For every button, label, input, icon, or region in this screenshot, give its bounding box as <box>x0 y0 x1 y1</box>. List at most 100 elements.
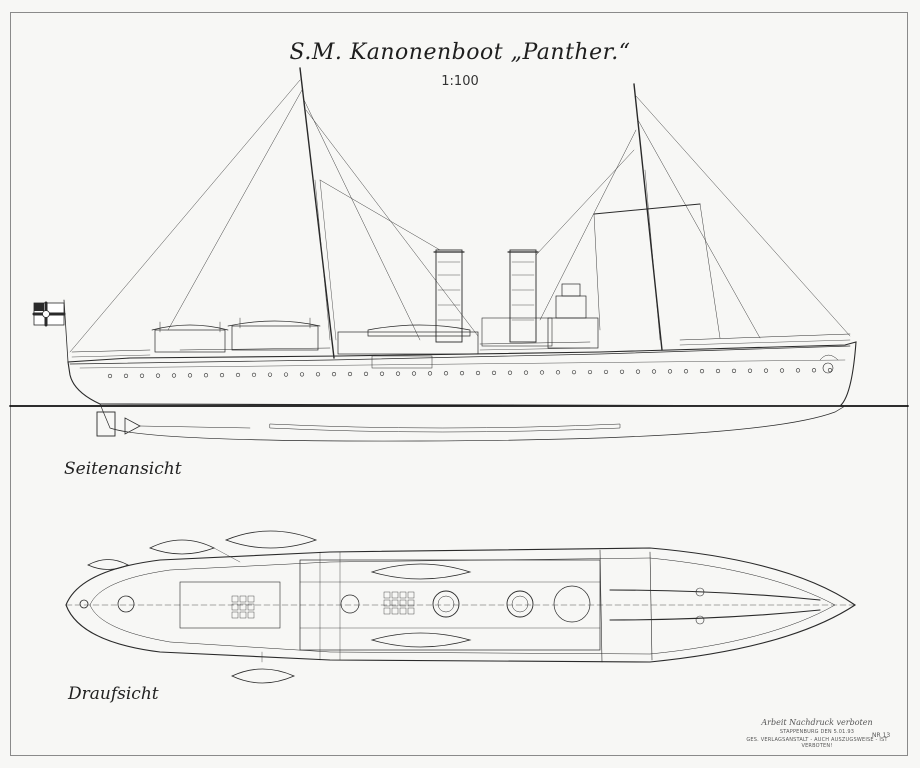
main-mast <box>299 67 337 359</box>
porthole <box>171 373 177 378</box>
underwater-hull <box>99 403 846 442</box>
porthole <box>155 373 161 378</box>
porthole <box>587 369 593 375</box>
porthole <box>203 373 209 378</box>
deck-boat-2 <box>370 632 472 648</box>
porthole <box>827 367 833 373</box>
sheet-number: NR 13 <box>872 732 891 739</box>
swung-boat-3 <box>87 559 129 570</box>
skylight-pane <box>383 591 391 599</box>
boat-aft-2 <box>227 320 321 327</box>
stamp-line-2: GES. VERLAGSANSTALT - AUCH AUSZUGSWEISE … <box>746 737 888 749</box>
skylight-pane <box>231 603 239 611</box>
bridge <box>481 283 599 349</box>
skylight-pane <box>239 595 247 603</box>
boat-mid <box>367 324 471 337</box>
porthole <box>395 371 401 376</box>
sheet-border <box>10 12 908 756</box>
porthole <box>651 369 657 374</box>
skylight-pane <box>407 599 415 607</box>
side-view <box>9 67 909 442</box>
funnel-fore <box>433 249 465 343</box>
skylight-grid-aft <box>231 595 255 619</box>
skylight-pane <box>247 603 255 611</box>
porthole <box>811 368 817 373</box>
swung-boat-2 <box>224 530 318 549</box>
skylight-pane <box>399 599 407 607</box>
swung-boat-4 <box>231 668 295 684</box>
drawing-scale: 1:100 <box>441 74 479 89</box>
porthole <box>667 369 673 374</box>
porthole <box>283 372 289 377</box>
drawing-title: S.M. Kanonenboot „Panther.“ <box>289 40 631 65</box>
porthole <box>731 368 737 373</box>
fore-mast <box>593 83 701 351</box>
porthole <box>619 369 625 374</box>
porthole <box>267 372 273 377</box>
porthole <box>363 371 369 376</box>
porthole <box>331 372 337 377</box>
skylight-pane <box>407 607 415 615</box>
porthole <box>347 371 353 377</box>
porthole <box>123 373 129 378</box>
skylight-pane <box>247 595 255 603</box>
rudder <box>96 411 116 437</box>
skylight-pane <box>383 607 391 615</box>
skylight-pane <box>391 607 399 615</box>
funnel-aft <box>507 249 539 343</box>
porthole <box>539 370 545 375</box>
hull-outline <box>67 341 857 407</box>
skylight-pane <box>247 611 255 619</box>
porthole <box>139 373 145 378</box>
porthole <box>299 372 305 377</box>
porthole <box>747 368 753 373</box>
skylight-pane <box>231 611 239 619</box>
imperial-naval-ensign-icon <box>32 301 66 327</box>
porthole <box>635 369 641 374</box>
stamp-line-1: STAPPENBURG DEN 5.01.93 <box>779 729 855 735</box>
funnel-aft-plan <box>506 590 534 618</box>
porthole <box>443 371 449 376</box>
porthole <box>379 371 385 376</box>
porthole <box>523 370 529 375</box>
propeller <box>124 417 141 435</box>
skylight-pane <box>399 607 407 615</box>
porthole <box>555 370 561 375</box>
porthole <box>475 370 481 376</box>
porthole <box>571 370 577 375</box>
skylight-pane <box>391 591 399 599</box>
skylight-pane <box>383 599 391 607</box>
porthole <box>603 369 609 375</box>
porthole <box>187 373 193 378</box>
porthole <box>715 368 721 374</box>
porthole <box>315 372 321 377</box>
rigging <box>69 79 851 353</box>
porthole <box>411 371 417 376</box>
porthole <box>795 368 801 373</box>
skylight-pane <box>391 599 399 607</box>
porthole <box>251 372 257 377</box>
porthole <box>779 368 785 373</box>
skylight-pane <box>399 591 407 599</box>
porthole <box>459 371 465 376</box>
skylight-pane <box>239 603 247 611</box>
porthole <box>763 368 769 373</box>
boat-aft-1 <box>151 324 229 331</box>
porthole <box>427 371 433 376</box>
portholes <box>107 367 833 379</box>
stamp-signature: Arbeit Nachdruck verboten <box>761 718 873 727</box>
plan-view-label: Draufsicht <box>68 684 159 704</box>
skylight-pane <box>231 595 239 603</box>
publisher-stamp: Arbeit Nachdruck verboten STAPPENBURG DE… <box>732 718 902 749</box>
funnel-fore-plan <box>432 590 460 618</box>
deck-boat-1 <box>370 563 472 580</box>
side-view-label: Seitenansicht <box>64 459 182 479</box>
porthole <box>507 370 513 375</box>
bridge-plan <box>553 585 591 623</box>
porthole <box>699 369 705 374</box>
plan-view <box>65 530 856 684</box>
skylight-pane <box>407 591 415 599</box>
skylight-grid-mid <box>383 591 415 615</box>
